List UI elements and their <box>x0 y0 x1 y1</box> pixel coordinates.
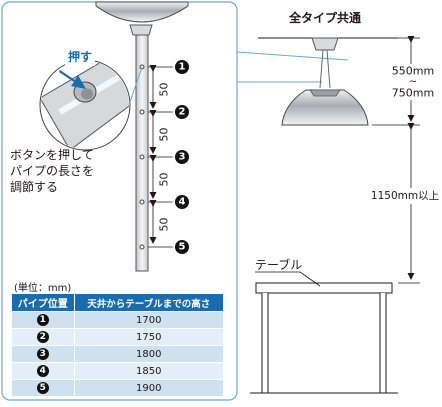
push-indicator: 押す <box>59 48 95 89</box>
position-number: 5 <box>36 382 49 394</box>
header-position: パイプ位置 <box>12 294 75 312</box>
position-badge: 5 <box>175 240 189 254</box>
svg-text:3: 3 <box>179 152 186 163</box>
instruction-line: ボタンを押して <box>10 148 94 162</box>
instruction-line: 調節する <box>10 180 59 194</box>
lamp-shade <box>281 89 369 126</box>
table-drawing <box>255 282 393 394</box>
svg-text:2: 2 <box>179 107 186 118</box>
lamp-cord <box>326 49 331 89</box>
table-header-row: パイプ位置 天井からテーブルまでの高さ <box>12 294 223 312</box>
position-badge: 1 <box>175 60 189 74</box>
table-label: テーブル <box>255 257 302 272</box>
position-badge: 3 <box>175 150 189 164</box>
header-height: 天井からテーブルまでの高さ <box>74 294 223 312</box>
table-row: 4 1850 <box>12 362 223 380</box>
callout-line-top <box>236 51 349 61</box>
push-label: 押す <box>68 49 92 64</box>
height-value: 1900 <box>74 379 223 396</box>
position-number: 1 <box>36 314 49 326</box>
table-row: 5 1900 <box>12 379 223 396</box>
diagram-heading: 全タイプ共通 <box>288 10 361 25</box>
svg-text:1: 1 <box>179 62 186 73</box>
table-label-leader <box>299 271 321 287</box>
position-badge: 4 <box>175 195 189 209</box>
step-label: 50 <box>158 218 171 232</box>
instruction-text: ボタンを押して パイプの長さを 調節する <box>10 147 136 195</box>
position-number: 2 <box>36 331 49 343</box>
dim-max: 750mm <box>392 87 434 100</box>
lamp-canopy <box>311 37 339 51</box>
step-label: 50 <box>158 128 171 142</box>
push-arrow-icon <box>59 70 86 89</box>
position-leaders <box>172 66 174 248</box>
detail-leader <box>129 66 143 103</box>
step-label: 50 <box>158 83 171 97</box>
unit-label: (単位：mm) <box>14 283 72 294</box>
position-number: 4 <box>36 365 49 377</box>
table-row: 1 1700 <box>12 311 223 329</box>
push-button-detail <box>39 59 143 151</box>
dim-min: 550mm <box>392 65 434 78</box>
position-number: 3 <box>36 348 49 360</box>
position-badge: 2 <box>175 105 189 119</box>
svg-text:4: 4 <box>179 197 186 208</box>
svg-text:5: 5 <box>179 242 186 253</box>
instruction-line: パイプの長さを <box>10 164 95 178</box>
table-row: 2 1750 <box>12 328 223 346</box>
lamp-cord <box>319 49 324 89</box>
height-table: パイプ位置 天井からテーブルまでの高さ 1 1700 2 1750 3 1800… <box>12 294 223 396</box>
step-label: 50 <box>158 173 171 187</box>
dim-bottom: 1150mm以上 <box>371 190 439 202</box>
dim-sep: ~ <box>409 77 417 88</box>
ceiling-canopy <box>95 1 189 23</box>
table-row: 3 1800 <box>12 345 223 363</box>
adjustable-pipe <box>135 34 149 272</box>
height-value: 1850 <box>74 362 223 380</box>
height-value: 1700 <box>74 311 223 329</box>
step-dimensions <box>148 65 172 248</box>
pipe-coupling <box>129 24 153 36</box>
height-value: 1750 <box>74 328 223 346</box>
height-value: 1800 <box>74 345 223 363</box>
